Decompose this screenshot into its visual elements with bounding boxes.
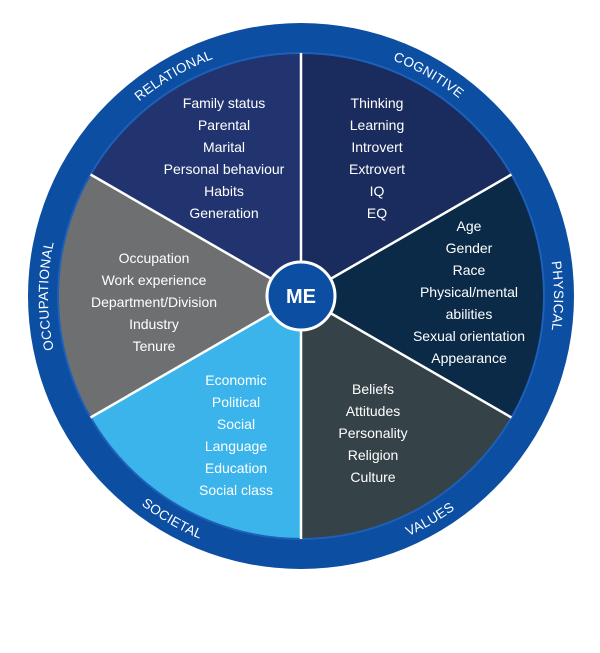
segment-societal (90, 296, 301, 539)
segment-item-values: Attitudes (346, 403, 400, 419)
ring-label-occupational: OCCUPATIONAL (36, 240, 57, 352)
segment-item-values: Beliefs (352, 381, 394, 397)
segment-item-cognitive: Learning (350, 117, 405, 133)
segment-item-societal: Economic (205, 372, 266, 388)
segment-cognitive (301, 53, 512, 296)
divider-line (89, 173, 302, 298)
segment-item-occupational: Occupation (119, 250, 190, 266)
segment-occupational (58, 174, 301, 418)
segment-item-physical: Physical/mental (420, 284, 518, 300)
segment-item-values: Culture (350, 469, 395, 485)
divider-line (300, 173, 513, 298)
segment-dividers (89, 53, 513, 539)
divider-line (300, 294, 513, 419)
segment-item-relational: Parental (198, 117, 250, 133)
segment-item-values: Personality (338, 425, 407, 441)
segment-item-relational: Marital (203, 139, 245, 155)
segment-item-relational: Generation (189, 205, 258, 221)
segment-item-occupational: Work experience (102, 272, 207, 288)
segment-item-societal: Social (217, 416, 255, 432)
segment-values (301, 296, 512, 539)
segment-item-societal: Political (212, 394, 260, 410)
center-circle (265, 260, 337, 332)
segments (57, 52, 545, 540)
segment-item-societal: Language (205, 438, 268, 454)
segment-item-societal: Social class (199, 482, 273, 498)
segment-item-values: Religion (348, 447, 399, 463)
divider-line (89, 294, 302, 419)
segment-item-relational: Personal behaviour (164, 161, 285, 177)
segment-item-physical: Age (457, 218, 482, 234)
segment-item-cognitive: Introvert (351, 139, 402, 155)
segment-item-physical: Gender (446, 240, 493, 256)
segment-item-cognitive: IQ (370, 183, 385, 199)
segment-item-relational: Habits (204, 183, 244, 199)
segment-item-occupational: Department/Division (91, 294, 217, 310)
segment-item-societal: Education (205, 460, 267, 476)
segment-item-occupational: Industry (129, 316, 179, 332)
segment-item-cognitive: Extrovert (349, 161, 405, 177)
segment-item-cognitive: Thinking (351, 95, 404, 111)
segment-item-relational: Family status (183, 95, 265, 111)
segment-item-physical: Sexual orientation (413, 328, 525, 344)
ring-label-physical: PHYSICAL (549, 260, 566, 332)
segment-item-occupational: Tenure (133, 338, 176, 354)
segment-item-physical: Appearance (431, 350, 507, 366)
segment-item-physical: abilities (446, 306, 493, 322)
segment-item-cognitive: EQ (367, 205, 387, 221)
center-label: ME (286, 286, 316, 308)
segment-physical (301, 174, 544, 418)
segment-relational (90, 53, 301, 296)
segment-item-physical: Race (453, 262, 486, 278)
